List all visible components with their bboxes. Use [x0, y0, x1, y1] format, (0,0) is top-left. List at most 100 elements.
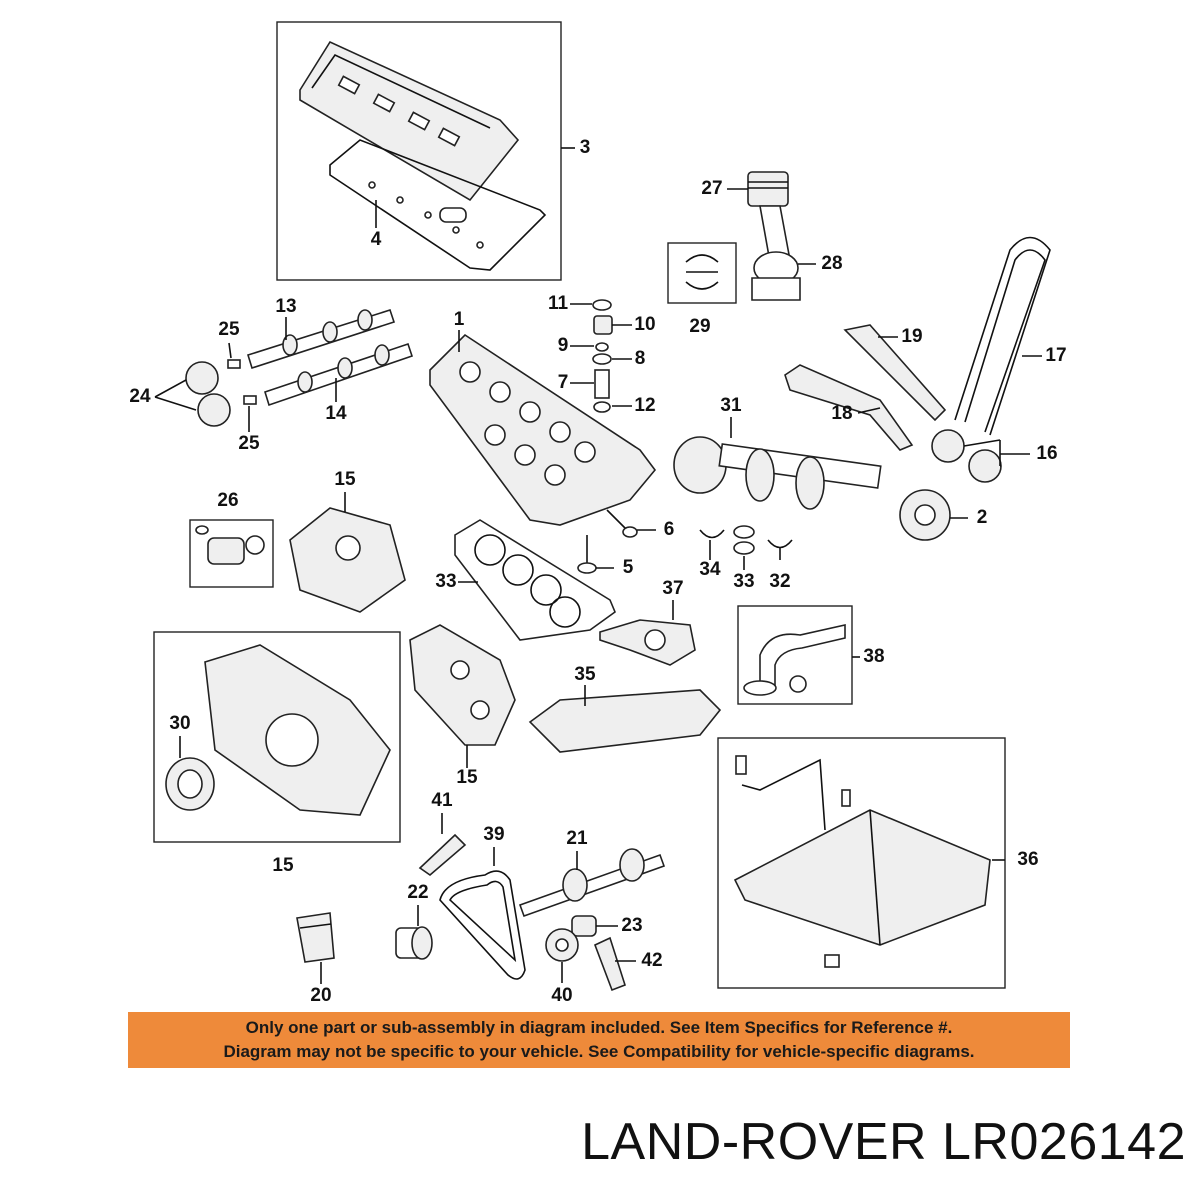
timing-cover-lower-part	[409, 624, 516, 746]
callout-9: 9	[558, 335, 569, 356]
callout-20: 20	[310, 985, 331, 1006]
oil-drain-plug-part	[824, 954, 840, 968]
balance-shaft-part	[518, 848, 666, 918]
callout-39: 39	[483, 824, 504, 845]
callout-33-right: 32	[769, 571, 790, 592]
valve-tappet-part	[593, 315, 613, 335]
valve-seal-part	[593, 401, 611, 413]
callout-23: 23	[621, 915, 642, 936]
thermostat-part	[195, 525, 265, 565]
timing-chain-inner	[964, 249, 1046, 433]
callout-1: 1	[454, 309, 465, 330]
callout-15-upper: 15	[334, 469, 356, 490]
leader-18	[857, 407, 881, 414]
callout-37: 37	[662, 578, 683, 599]
piston-part	[747, 171, 789, 207]
callout-36: 36	[1017, 849, 1038, 870]
valve-cover-box	[276, 21, 562, 281]
connecting-rod-part	[751, 205, 801, 301]
timing-chain-part	[954, 236, 1051, 436]
chain-guide-part	[784, 364, 914, 451]
leader-24	[154, 379, 187, 398]
vvt-bolt-lower-part	[243, 395, 257, 405]
callout-27: 27	[701, 178, 722, 199]
part-number-title: LAND-ROVER LR026142	[581, 1113, 1186, 1171]
engine-parts-diagram: 3 4 27 28 29 11 10 9 8 7 12	[129, 21, 1067, 1006]
valve-spring-part	[594, 369, 610, 399]
callout-14: 14	[325, 403, 347, 424]
valve-retainer-part	[592, 353, 612, 365]
crank-pulley-hub	[914, 504, 936, 526]
callout-8: 8	[635, 348, 646, 369]
oil-pan-box	[717, 737, 1006, 989]
callout-15-lower: 15	[456, 767, 478, 788]
leader-25a	[228, 342, 232, 359]
disclaimer-banner: Only one part or sub-assembly in diagram…	[128, 1012, 1070, 1068]
chain-tensioner-part	[593, 936, 626, 992]
vvt-unit-lower-part	[197, 393, 231, 427]
exhaust-valve-part	[606, 509, 638, 538]
leader-16a	[963, 439, 1001, 447]
callout-24: 24	[129, 386, 151, 407]
thermostat-box	[189, 519, 274, 588]
callout-25-upper: 25	[218, 319, 240, 340]
callout-4: 4	[371, 229, 382, 250]
callout-26: 26	[217, 490, 238, 511]
chain-tensioner-guide-part	[843, 324, 947, 422]
balance-chain-inner	[449, 880, 517, 963]
callout-25-lower: 25	[238, 433, 260, 454]
crankshaft-part	[673, 436, 882, 510]
main-bearing-part	[733, 525, 755, 555]
oil-pickup-part	[743, 624, 846, 696]
vvt-bolt-upper-part	[227, 359, 241, 369]
cam-sprocket-upper-part	[931, 429, 965, 463]
callout-30: 30	[169, 713, 190, 734]
callout-38: 38	[863, 646, 884, 667]
callout-28: 28	[821, 253, 842, 274]
cam-sprocket-lower-part	[968, 449, 1002, 483]
front-cover-box	[153, 631, 401, 843]
callout-15-box: 15	[272, 855, 294, 876]
callout-40: 40	[551, 985, 572, 1006]
rod-bearing-part	[685, 254, 719, 290]
callout-18: 18	[831, 403, 852, 424]
thrust-washer-left-part	[699, 529, 725, 539]
front-cover-seal-bore	[265, 713, 319, 767]
callout-29: 29	[689, 316, 710, 337]
cylinder-head-part	[429, 333, 657, 526]
callout-34: 2	[977, 507, 988, 528]
balance-chain-part	[439, 870, 526, 980]
callout-13: 13	[275, 296, 296, 317]
callout-2-label: 33	[435, 571, 456, 592]
oil-pickup-box	[737, 605, 853, 705]
thrust-washer-right-part	[767, 539, 793, 549]
valve-shim-part	[592, 299, 612, 311]
callout-16: 16	[1036, 443, 1057, 464]
callout-32: 33	[733, 571, 754, 592]
head-gasket-part	[454, 519, 616, 641]
vvt-unit-upper-part	[185, 361, 219, 395]
callout-19: 19	[901, 326, 922, 347]
balance-sprocket-hub	[555, 938, 569, 952]
disclaimer-line-2: Diagram may not be specific to your vehi…	[223, 1042, 975, 1061]
leader-24b	[154, 396, 197, 411]
camshaft-exhaust-part	[264, 342, 414, 407]
bearing-box	[667, 242, 737, 304]
oil-pan-bolt-part	[841, 789, 851, 807]
callout-22: 22	[407, 882, 428, 903]
valve-cover-gasket	[329, 139, 547, 271]
valve-cover-part	[299, 40, 520, 202]
callout-41: 41	[431, 790, 453, 811]
oil-dipstick-tube-part	[735, 755, 826, 831]
callout-6: 6	[664, 519, 675, 540]
callout-3: 3	[580, 137, 591, 158]
oil-filter-housing-part	[296, 912, 335, 963]
callout-11: 11	[548, 293, 569, 314]
callout-12: 12	[634, 395, 655, 416]
callout-5: 5	[623, 557, 634, 578]
balance-chain-guide-part	[418, 833, 467, 877]
callout-7: 7	[558, 372, 569, 393]
intake-valve-part	[577, 535, 597, 574]
idler-sprocket-part	[395, 926, 433, 960]
callout-31: 31	[720, 395, 742, 416]
